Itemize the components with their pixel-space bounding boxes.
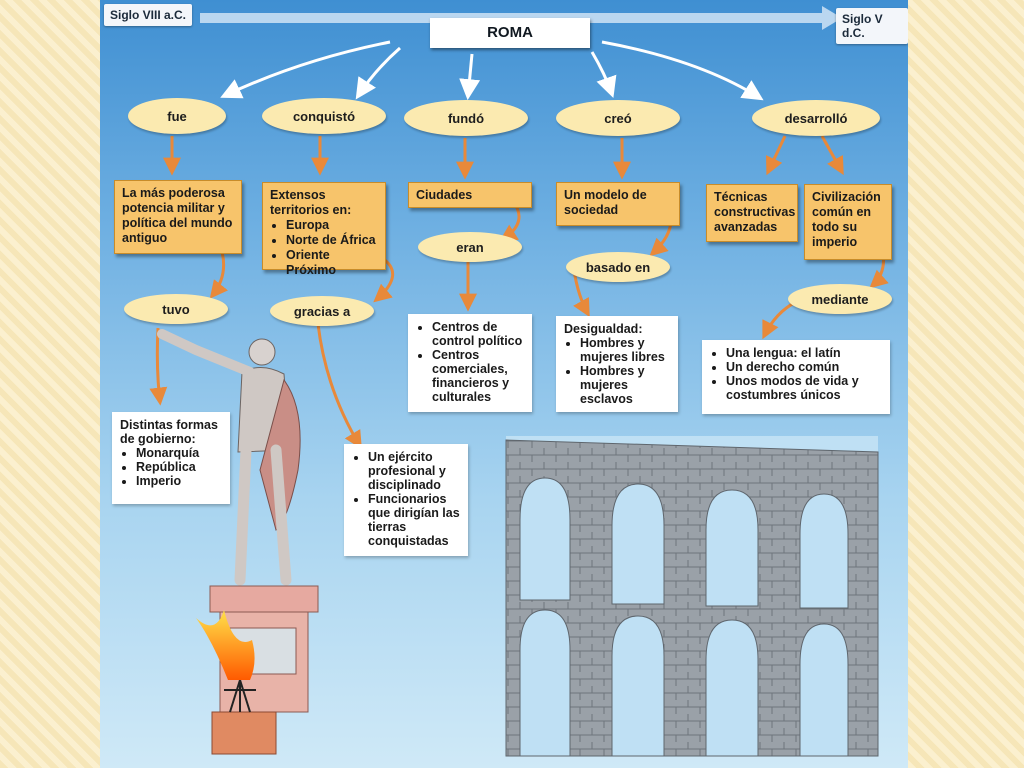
list-item: Un ejército profesional y disciplinado — [368, 450, 460, 492]
box-ciudades: Ciudades — [408, 182, 532, 208]
oval-gracias: gracias a — [270, 296, 374, 326]
ejercito-list: Un ejército profesional y disciplinado F… — [352, 450, 460, 548]
box-desigualdad-label: Desigualdad: — [564, 322, 643, 336]
oval-mediante: mediante — [788, 284, 892, 314]
list-item: Monarquía — [136, 446, 222, 460]
box-gobierno-label: Distintas formas de gobierno: — [120, 418, 218, 446]
box-desigualdad: Desigualdad: Hombres y mujeres libres Ho… — [556, 316, 678, 412]
root-arrows — [220, 40, 764, 101]
list-item: Europa — [286, 218, 378, 233]
box-civilizacion: Civilización común en todo su imperio — [804, 184, 892, 260]
box-sociedad: Un modelo de sociedad — [556, 182, 680, 226]
list-item: Centros comerciales, financieros y cultu… — [432, 348, 524, 404]
box-gobierno: Distintas formas de gobierno: Monarquía … — [112, 412, 230, 504]
oval-conquisto: conquistó — [262, 98, 386, 134]
list-item: Hombres y mujeres libres — [580, 336, 670, 364]
territorios-list: Europa Norte de África Oriente Próximo — [270, 218, 378, 278]
statue-illustration — [157, 329, 319, 713]
list-item: Un derecho común — [726, 360, 882, 374]
list-item: Norte de África — [286, 233, 378, 248]
list-item: Centros de control político — [432, 320, 524, 348]
gobierno-list: Monarquía República Imperio — [120, 446, 222, 488]
civilizacion-list: Una lengua: el latín Un derecho común Un… — [710, 346, 882, 402]
list-item: Funcionarios que dirigían las tierras co… — [368, 492, 460, 548]
list-item: Hombres y mujeres esclavos — [580, 364, 670, 406]
oval-creo: creó — [556, 100, 680, 136]
oval-fue: fue — [128, 98, 226, 134]
oval-desarrollo: desarrolló — [752, 100, 880, 136]
list-item: Unos modos de vida y costumbres únicos — [726, 374, 882, 402]
box-civilizacion-detalles: Una lengua: el latín Un derecho común Un… — [702, 340, 890, 414]
oval-fundo: fundó — [404, 100, 528, 136]
oval-tuvo: tuvo — [124, 294, 228, 324]
box-tecnicas: Técnicas constructivas avanzadas — [706, 184, 798, 242]
box-ejercito: Un ejército profesional y disciplinado F… — [344, 444, 468, 556]
brazier-illustration — [196, 610, 277, 755]
list-item: Imperio — [136, 474, 222, 488]
oval-eran: eran — [418, 232, 522, 262]
box-potencia: La más poderosa potencia militar y polít… — [114, 180, 242, 254]
oval-basado: basado en — [566, 252, 670, 282]
box-territorios: Extensos territorios en: Europa Norte de… — [262, 182, 386, 277]
desigualdad-list: Hombres y mujeres libres Hombres y mujer… — [564, 336, 670, 406]
centros-list: Centros de control político Centros come… — [416, 320, 524, 404]
timeline-start-label: Siglo VIII a.C. — [104, 4, 193, 26]
list-item: Una lengua: el latín — [726, 346, 882, 360]
concept-map-board: Siglo VIII a.C. Siglo V d.C. ROMA fue co… — [100, 0, 908, 768]
box-territorios-label: Extensos territorios en: — [270, 188, 352, 217]
list-item: República — [136, 460, 222, 474]
box-centros: Centros de control político Centros come… — [408, 314, 532, 412]
aqueduct-illustration — [505, 436, 879, 757]
timeline-end-label: Siglo V d.C. — [836, 8, 908, 44]
list-item: Oriente Próximo — [286, 248, 378, 278]
root-title: ROMA — [430, 18, 590, 48]
diagram-graphics — [149, 6, 889, 757]
